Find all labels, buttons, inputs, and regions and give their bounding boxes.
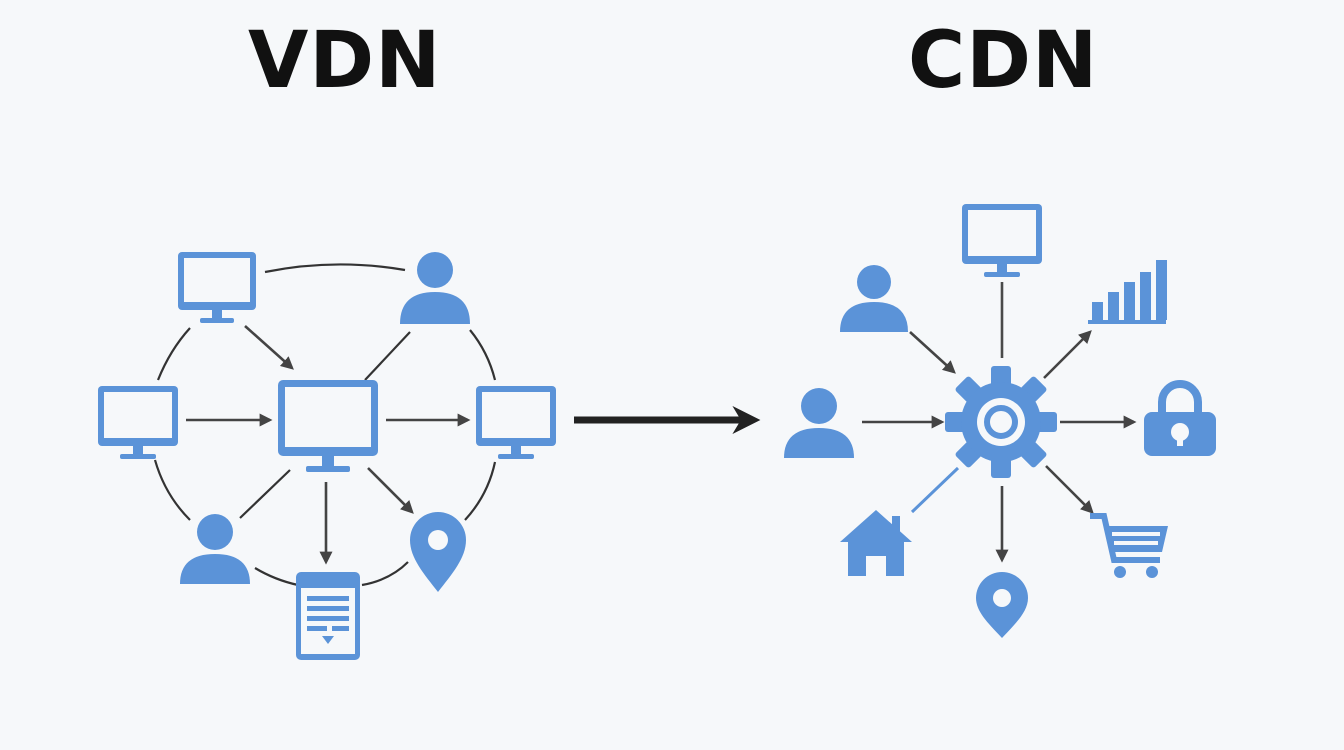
vdn-edge — [239, 469, 291, 519]
user-icon — [400, 252, 470, 324]
vdn-edge-ring — [469, 329, 497, 381]
user-icon — [784, 388, 854, 458]
cdn-network — [784, 204, 1216, 638]
vdn-edge-ring — [464, 461, 497, 521]
cdn-arrow — [1045, 465, 1094, 514]
cdn-title: CDN — [908, 16, 1099, 106]
monitor-icon — [962, 204, 1042, 277]
monitor-icon — [278, 380, 378, 472]
shopping-cart-icon — [1090, 513, 1168, 578]
cdn-arrow — [909, 331, 956, 374]
vdn-title: VDN — [248, 16, 442, 106]
bar-chart-icon — [1088, 260, 1167, 324]
monitor-icon — [98, 386, 178, 459]
user-icon — [180, 514, 250, 584]
vdn-arrow — [367, 467, 414, 514]
vdn-arrow — [244, 325, 294, 370]
monitor-icon — [178, 252, 256, 323]
monitor-icon — [476, 386, 556, 459]
vdn-edge-ring — [153, 459, 191, 521]
gear-icon — [945, 366, 1057, 478]
location-pin-icon — [410, 512, 466, 592]
cdn-spoke — [910, 466, 960, 514]
location-pin-icon — [976, 572, 1028, 638]
vdn-edge-ring — [254, 567, 299, 587]
home-icon — [840, 510, 912, 576]
calendar-icon — [296, 572, 360, 660]
vdn-edge-ring — [264, 263, 406, 274]
vdn-edge-ring — [361, 561, 409, 587]
lock-icon — [1144, 380, 1216, 456]
vdn-network — [98, 252, 556, 660]
vdn-edge — [364, 331, 411, 381]
vdn-edge-ring — [156, 327, 191, 381]
user-icon — [840, 265, 908, 332]
cdn-arrow — [1043, 330, 1092, 379]
